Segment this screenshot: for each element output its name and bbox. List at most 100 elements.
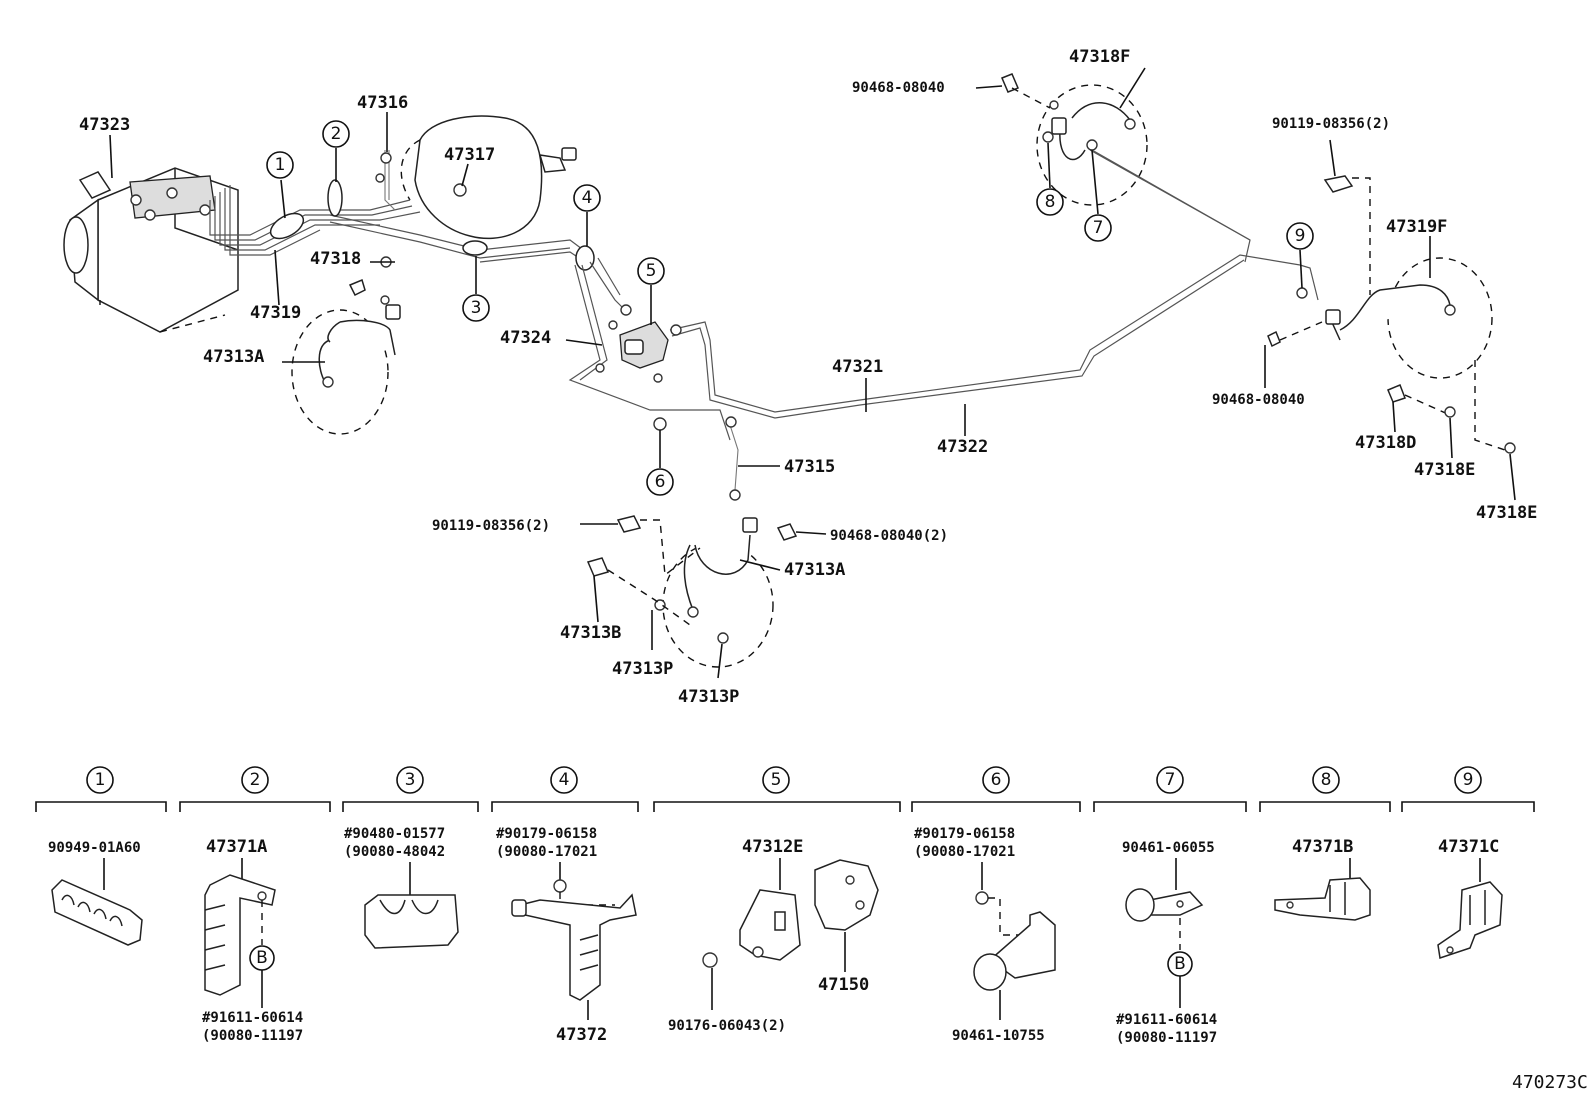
figure-reference: 470273C bbox=[1512, 1072, 1588, 1093]
detail-3-line2: (90080-48042 bbox=[344, 844, 445, 860]
detail-2-note2: (90080-11197 bbox=[202, 1028, 303, 1044]
detail-callout-3: 3 bbox=[405, 770, 416, 790]
detail-5-assembly: 47312E 90176-06043(2) 47150 bbox=[668, 837, 879, 1034]
label-90468-08040-right: 90468-08040 bbox=[1212, 392, 1305, 408]
callout-1: 1 bbox=[275, 155, 286, 175]
callout-circle-7 bbox=[1084, 214, 1112, 242]
label-47318f: 47318F bbox=[1069, 47, 1130, 67]
detail-4-line2: (90080-17021 bbox=[496, 844, 597, 860]
detail-2-b: B bbox=[256, 948, 268, 968]
detail-brackets bbox=[35, 801, 1535, 812]
detail-4-part: 47372 bbox=[556, 1025, 607, 1045]
detail-4-bracket: #90179-06158 (90080-17021 47372 bbox=[496, 826, 637, 1045]
label-47313a-front: 47313A bbox=[203, 347, 264, 367]
callout-6: 6 bbox=[655, 472, 666, 492]
rear-right-hose-illustration bbox=[1267, 175, 1516, 454]
front-right-hose-illustration bbox=[1001, 73, 1251, 263]
callout-circle-6 bbox=[646, 468, 674, 496]
detail-7-note2: (90080-11197 bbox=[1116, 1030, 1217, 1046]
detail-8-part: 47371B bbox=[1292, 837, 1353, 857]
label-47324: 47324 bbox=[500, 328, 551, 348]
proportioning-valve-illustration bbox=[619, 321, 682, 383]
clamp-marker-4 bbox=[575, 245, 595, 271]
callout-circle-4 bbox=[573, 184, 601, 212]
label-47319f: 47319F bbox=[1386, 217, 1447, 237]
callout-circle-1 bbox=[266, 151, 294, 179]
clamp-marker-1 bbox=[269, 212, 305, 240]
callout-8: 8 bbox=[1045, 192, 1056, 212]
label-47313b: 47313B bbox=[560, 623, 621, 643]
detail-callout-9: 9 bbox=[1463, 770, 1474, 790]
detail-7-note1: #91611-60614 bbox=[1116, 1012, 1217, 1028]
brake-booster-illustration bbox=[400, 115, 577, 240]
callout-4: 4 bbox=[582, 188, 593, 208]
callout-5: 5 bbox=[646, 261, 657, 281]
detail-callout-6: 6 bbox=[991, 770, 1002, 790]
label-90468-08040-top: 90468-08040 bbox=[852, 80, 945, 96]
label-90119-08356-top: 90119-08356(2) bbox=[1272, 116, 1390, 132]
detail-1-part: 90949-01A60 bbox=[48, 840, 141, 856]
label-47318: 47318 bbox=[310, 249, 361, 269]
label-47318d: 47318D bbox=[1355, 433, 1416, 453]
detail-callout-7: 7 bbox=[1165, 770, 1176, 790]
detail-callout-2: 2 bbox=[250, 770, 261, 790]
detail-6-part: 90461-10755 bbox=[952, 1028, 1045, 1044]
assembly-labels: 47323 47316 47317 47318 47319 47313A 473… bbox=[79, 47, 1537, 707]
detail-callout-8: 8 bbox=[1321, 770, 1332, 790]
detail-9-part: 47371C bbox=[1438, 837, 1499, 857]
label-90468-08040-mid: 90468-08040(2) bbox=[830, 528, 948, 544]
detail-9-clamp: 47371C bbox=[1437, 837, 1503, 959]
label-47321: 47321 bbox=[832, 357, 883, 377]
callout-circle-9 bbox=[1286, 222, 1314, 250]
clamp-marker-3 bbox=[462, 240, 488, 256]
label-47316: 47316 bbox=[357, 93, 408, 113]
detail-5-nut: 90176-06043(2) bbox=[668, 1018, 786, 1034]
callout-circle-2 bbox=[322, 120, 350, 148]
detail-6-line1: #90179-06158 bbox=[914, 826, 1015, 842]
callout-circle-3 bbox=[462, 294, 490, 322]
callout-circle-8 bbox=[1036, 188, 1064, 216]
detail-callout-1: 1 bbox=[95, 770, 106, 790]
label-90119-08356-mid: 90119-08356(2) bbox=[432, 518, 550, 534]
detail-2-part: 47371A bbox=[206, 837, 267, 857]
callout-9: 9 bbox=[1295, 226, 1306, 246]
detail-2-clamp: 47371A B #91611-60614 (90080-11197 bbox=[202, 837, 303, 1044]
detail-5-sensor: 47150 bbox=[818, 975, 869, 995]
callout-circle-5 bbox=[637, 257, 665, 285]
detail-callout-5: 5 bbox=[771, 770, 782, 790]
detail-4-line1: #90179-06158 bbox=[496, 826, 597, 842]
detail-2-note1: #91611-60614 bbox=[202, 1010, 303, 1026]
label-47313p-2: 47313P bbox=[678, 687, 739, 707]
callout-7: 7 bbox=[1093, 218, 1104, 238]
detail-3-line1: #90480-01577 bbox=[344, 826, 445, 842]
leader-lines bbox=[109, 67, 1516, 679]
clamp-marker-2 bbox=[327, 179, 343, 217]
label-47315: 47315 bbox=[784, 457, 835, 477]
abs-actuator-illustration bbox=[63, 167, 239, 333]
label-47318e-1: 47318E bbox=[1414, 460, 1475, 480]
assembly-callouts: 1 2 3 4 5 6 7 8 9 bbox=[266, 120, 1314, 496]
label-47313a-rear: 47313A bbox=[784, 560, 845, 580]
center-pipes bbox=[568, 149, 1301, 501]
detail-6-clamp: #90179-06158 (90080-17021 90461-10755 bbox=[914, 826, 1056, 1044]
label-47323: 47323 bbox=[79, 115, 130, 135]
detail-7-clamp: 90461-06055 B #91611-60614 (90080-11197 bbox=[1116, 840, 1217, 1046]
label-47318e-2: 47318E bbox=[1476, 503, 1537, 523]
label-47313p-1: 47313P bbox=[612, 659, 673, 679]
detail-8-clamp: 47371B bbox=[1274, 837, 1371, 921]
detail-3-clamp: #90480-01577 (90080-48042 bbox=[344, 826, 459, 949]
detail-5-part: 47312E bbox=[742, 837, 803, 857]
callout-3: 3 bbox=[471, 298, 482, 318]
detail-1-clamp: 90949-01A60 bbox=[48, 840, 143, 946]
label-47322: 47322 bbox=[937, 437, 988, 457]
front-left-hose-illustration bbox=[291, 256, 401, 435]
callout-2: 2 bbox=[331, 124, 342, 144]
rear-left-hose-illustration bbox=[586, 515, 798, 668]
detail-7-part: 90461-06055 bbox=[1122, 840, 1215, 856]
label-47319: 47319 bbox=[250, 303, 301, 323]
detail-callouts: 1 2 3 4 5 6 7 8 9 bbox=[86, 766, 1482, 794]
detail-7-b: B bbox=[1174, 954, 1186, 974]
label-47317: 47317 bbox=[444, 145, 495, 165]
detail-6-line2: (90080-17021 bbox=[914, 844, 1015, 860]
